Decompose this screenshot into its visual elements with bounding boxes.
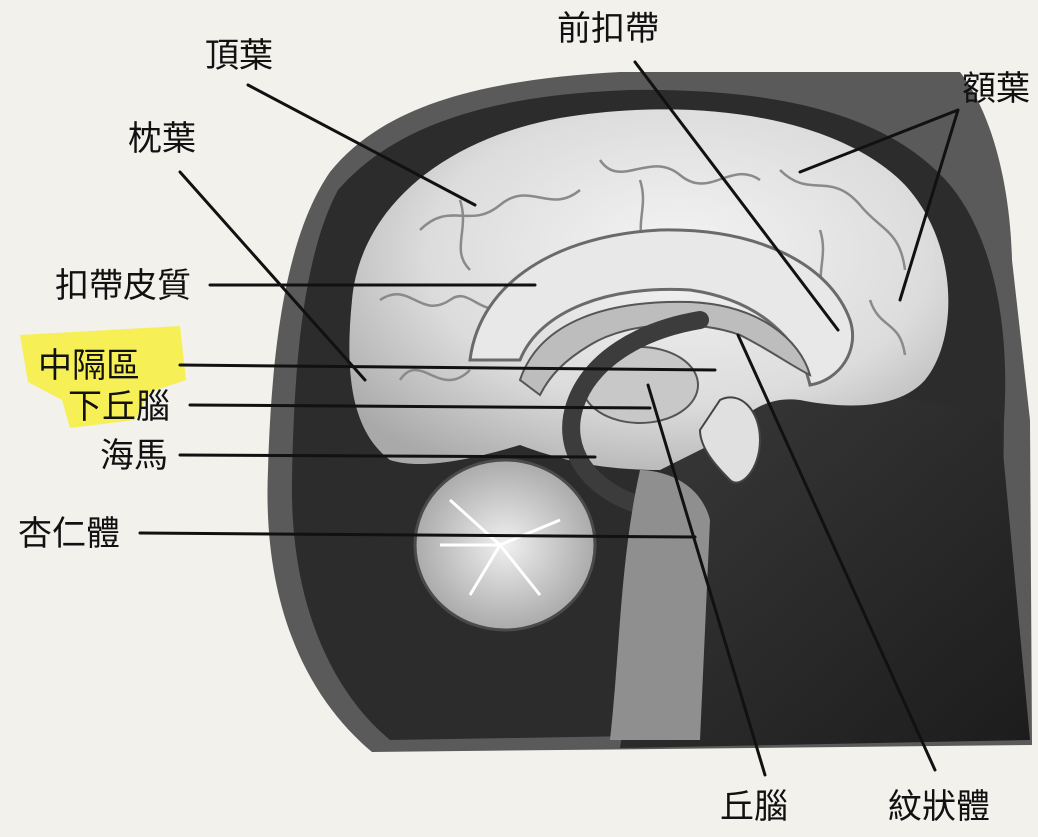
label-hippocampus: 海馬 (100, 436, 168, 476)
cerebellum (415, 460, 595, 630)
label-cingulate-cortex: 扣帶皮質 (55, 266, 191, 306)
label-parietal: 頂葉 (205, 36, 273, 76)
label-anterior-cingulate: 前扣帶 (557, 9, 659, 49)
label-hypothalamus: 下丘腦 (68, 387, 170, 427)
label-amygdala: 杏仁體 (18, 514, 120, 554)
label-striatum: 紋狀體 (888, 787, 990, 827)
leader-hippocampus (180, 455, 595, 457)
label-thalamus: 丘腦 (720, 787, 788, 827)
label-septum: 中隔區 (38, 346, 140, 386)
label-frontal: 額葉 (962, 69, 1030, 109)
label-occipital: 枕葉 (128, 119, 196, 159)
